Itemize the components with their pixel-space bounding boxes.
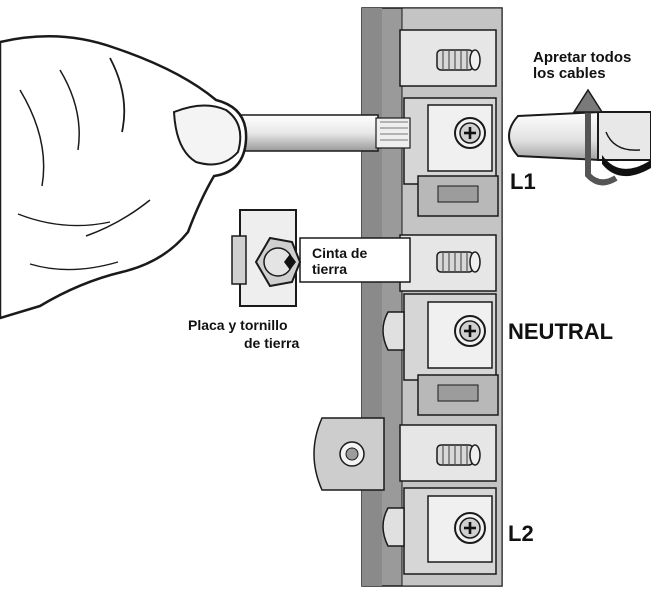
wire — [227, 114, 411, 152]
l2-terminal — [313, 417, 497, 575]
rotation-arrow-icon — [572, 88, 618, 186]
l2-label: L2 — [508, 521, 534, 546]
l1-label: L1 — [510, 169, 536, 194]
l1-terminal — [399, 29, 499, 217]
ground-plate-label-line2: de tierra — [244, 335, 300, 351]
tighten-cables-label-line2: los cables — [533, 65, 606, 82]
neutral-terminal — [382, 234, 499, 416]
ground-strap-label-line2: tierra — [312, 261, 348, 277]
neutral-label: NEUTRAL — [508, 319, 614, 344]
tighten-cables-label-line1: Apretar todos — [533, 49, 632, 66]
ground-strap — [299, 237, 411, 283]
ground-strap-label-line1: Cinta de — [312, 245, 368, 261]
ground-plate-screw — [231, 209, 302, 307]
screwdriver — [508, 110, 651, 177]
ground-plate-label-line1: Placa y tornillo — [188, 317, 288, 333]
hand — [0, 35, 248, 320]
